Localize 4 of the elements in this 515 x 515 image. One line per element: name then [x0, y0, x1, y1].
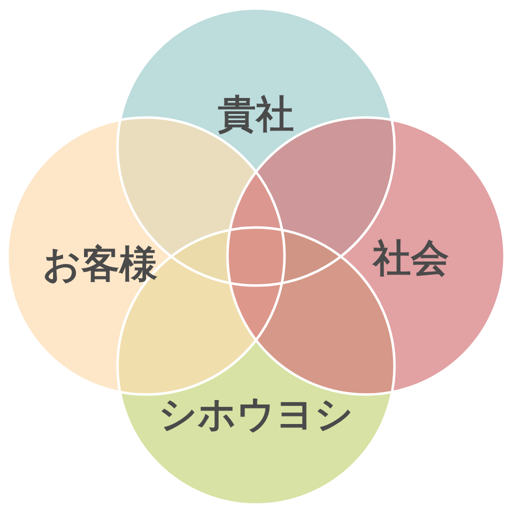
circle-label: シホウヨシ — [158, 395, 354, 433]
circle-label: 貴社 — [218, 95, 294, 133]
circle-label: お客様 — [42, 245, 158, 283]
circle-label: 社会 — [373, 239, 449, 277]
